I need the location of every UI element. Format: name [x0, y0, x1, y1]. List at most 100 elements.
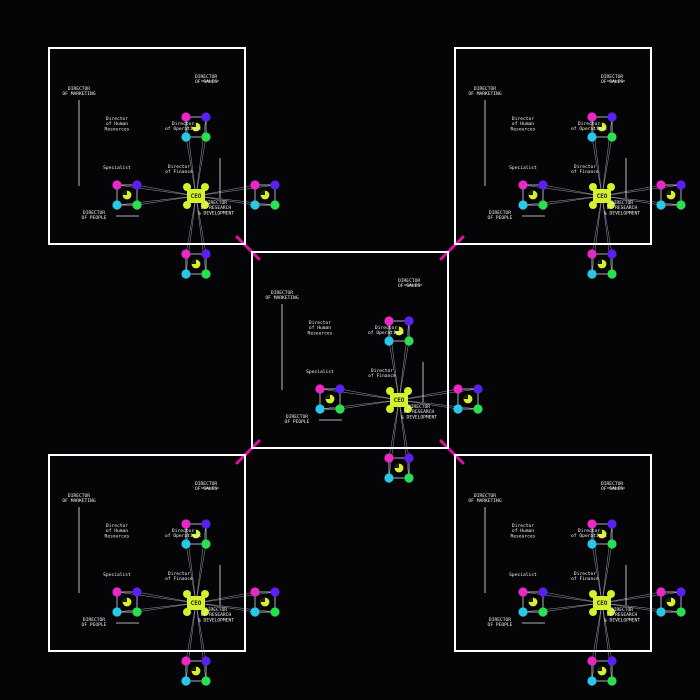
unit-node-icon[interactable]: [607, 539, 617, 549]
unit-node-icon[interactable]: [404, 453, 414, 463]
unit-node-icon[interactable]: [181, 132, 191, 142]
unit-right[interactable]: [656, 180, 686, 210]
unit-node-icon[interactable]: [518, 587, 528, 597]
unit-right[interactable]: [250, 180, 280, 210]
unit-node-icon[interactable]: [181, 676, 191, 686]
unit-top[interactable]: [181, 112, 211, 142]
unit-node-icon[interactable]: [587, 249, 597, 259]
unit-node-icon[interactable]: [404, 316, 414, 326]
unit-node-icon[interactable]: [607, 132, 617, 142]
unit-node-icon[interactable]: [181, 519, 191, 529]
unit-node-icon[interactable]: [201, 112, 211, 122]
unit-node-icon[interactable]: [384, 473, 394, 483]
unit-node-icon[interactable]: [384, 453, 394, 463]
unit-node-icon[interactable]: [587, 269, 597, 279]
unit-bottom[interactable]: [181, 656, 211, 686]
unit-node-icon[interactable]: [587, 656, 597, 666]
unit-top[interactable]: [181, 519, 211, 549]
unit-right[interactable]: [453, 384, 483, 414]
unit-node-icon[interactable]: [201, 656, 211, 666]
unit-node-icon[interactable]: [250, 607, 260, 617]
unit-node-icon[interactable]: [607, 112, 617, 122]
unit-node-icon[interactable]: [250, 587, 260, 597]
unit-bottom[interactable]: [587, 656, 617, 686]
unit-node-icon[interactable]: [473, 404, 483, 414]
unit-node-icon[interactable]: [404, 473, 414, 483]
unit-node-icon[interactable]: [518, 200, 528, 210]
unit-node-icon[interactable]: [587, 676, 597, 686]
unit-node-icon[interactable]: [132, 180, 142, 190]
unit-right[interactable]: [250, 587, 280, 617]
ceo-hub[interactable]: CEO: [183, 590, 209, 616]
unit-left[interactable]: [315, 384, 345, 414]
unit-node-icon[interactable]: [201, 249, 211, 259]
unit-node-icon[interactable]: [112, 200, 122, 210]
unit-left[interactable]: [112, 587, 142, 617]
unit-node-icon[interactable]: [315, 404, 325, 414]
unit-node-icon[interactable]: [656, 180, 666, 190]
unit-node-icon[interactable]: [538, 200, 548, 210]
unit-node-icon[interactable]: [384, 336, 394, 346]
unit-node-icon[interactable]: [404, 336, 414, 346]
ceo-hub[interactable]: CEO: [589, 183, 615, 209]
unit-node-icon[interactable]: [201, 676, 211, 686]
unit-bottom[interactable]: [587, 249, 617, 279]
unit-node-icon[interactable]: [181, 656, 191, 666]
unit-top[interactable]: [384, 316, 414, 346]
unit-node-icon[interactable]: [270, 200, 280, 210]
unit-node-icon[interactable]: [676, 587, 686, 597]
unit-node-icon[interactable]: [676, 607, 686, 617]
unit-bottom[interactable]: [384, 453, 414, 483]
unit-node-icon[interactable]: [384, 316, 394, 326]
unit-node-icon[interactable]: [473, 384, 483, 394]
unit-node-icon[interactable]: [587, 519, 597, 529]
unit-node-icon[interactable]: [112, 607, 122, 617]
unit-node-icon[interactable]: [132, 587, 142, 597]
unit-node-icon[interactable]: [656, 607, 666, 617]
unit-right[interactable]: [656, 587, 686, 617]
unit-node-icon[interactable]: [270, 607, 280, 617]
unit-node-icon[interactable]: [656, 587, 666, 597]
unit-node-icon[interactable]: [607, 269, 617, 279]
unit-node-icon[interactable]: [676, 200, 686, 210]
unit-left[interactable]: [112, 180, 142, 210]
unit-node-icon[interactable]: [656, 200, 666, 210]
unit-node-icon[interactable]: [538, 607, 548, 617]
unit-node-icon[interactable]: [518, 607, 528, 617]
unit-top[interactable]: [587, 112, 617, 142]
unit-node-icon[interactable]: [250, 200, 260, 210]
unit-node-icon[interactable]: [132, 607, 142, 617]
unit-node-icon[interactable]: [201, 519, 211, 529]
unit-node-icon[interactable]: [181, 249, 191, 259]
ceo-hub[interactable]: CEO: [183, 183, 209, 209]
unit-node-icon[interactable]: [201, 269, 211, 279]
unit-node-icon[interactable]: [538, 180, 548, 190]
unit-node-icon[interactable]: [587, 539, 597, 549]
unit-node-icon[interactable]: [538, 587, 548, 597]
unit-node-icon[interactable]: [181, 112, 191, 122]
unit-node-icon[interactable]: [112, 180, 122, 190]
unit-node-icon[interactable]: [607, 249, 617, 259]
unit-node-icon[interactable]: [607, 519, 617, 529]
unit-node-icon[interactable]: [181, 269, 191, 279]
unit-node-icon[interactable]: [453, 384, 463, 394]
ceo-hub[interactable]: CEO: [589, 590, 615, 616]
unit-bottom[interactable]: [181, 249, 211, 279]
unit-node-icon[interactable]: [518, 180, 528, 190]
unit-node-icon[interactable]: [112, 587, 122, 597]
unit-node-icon[interactable]: [607, 676, 617, 686]
unit-node-icon[interactable]: [250, 180, 260, 190]
unit-node-icon[interactable]: [201, 132, 211, 142]
unit-node-icon[interactable]: [132, 200, 142, 210]
unit-node-icon[interactable]: [453, 404, 463, 414]
unit-node-icon[interactable]: [676, 180, 686, 190]
unit-node-icon[interactable]: [270, 587, 280, 597]
unit-node-icon[interactable]: [607, 656, 617, 666]
unit-node-icon[interactable]: [315, 384, 325, 394]
ceo-hub[interactable]: CEO: [386, 387, 412, 413]
unit-node-icon[interactable]: [201, 539, 211, 549]
unit-node-icon[interactable]: [270, 180, 280, 190]
unit-node-icon[interactable]: [587, 112, 597, 122]
unit-node-icon[interactable]: [181, 539, 191, 549]
unit-node-icon[interactable]: [335, 404, 345, 414]
